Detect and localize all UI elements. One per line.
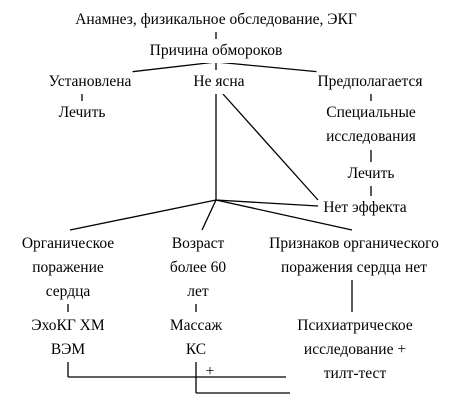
node-special-studies: Специальные исследования	[325, 101, 417, 149]
connector-junction-noorganic	[215, 199, 353, 231]
node-carotid-massage: Массаж КС	[168, 314, 224, 362]
connector-junction-age	[201, 199, 217, 231]
node-cause-established: Установлена	[47, 70, 133, 94]
connector-unclear-noeffect	[222, 93, 319, 201]
plus-sign: +	[205, 363, 215, 380]
node-no-effect: Нет эффекта	[322, 196, 408, 220]
node-syncope-cause: Причина обмороков	[148, 39, 284, 63]
node-workup: Анамнез, физикальное обследование, ЭКГ	[74, 8, 358, 32]
node-treat-right: Лечить	[346, 162, 396, 186]
connector-junction-organic	[69, 199, 217, 231]
node-organic-lesion: Органическое поражение сердца	[20, 232, 116, 304]
node-cause-suspected: Предполагается	[316, 70, 424, 94]
connector-noeffect-junction	[215, 199, 319, 207]
node-psych-tilt-test: Психиатрическое исследование + тилт-тест	[296, 314, 414, 386]
node-age-over-60: Возраст более 60 лет	[168, 232, 228, 304]
node-cause-unclear: Не ясна	[192, 70, 246, 94]
node-no-organic-signs: Признаков органического поражения сердца…	[268, 232, 440, 280]
node-treat-left: Лечить	[57, 101, 107, 125]
node-echo-holter-vem: ЭхоКГ ХМ ВЭМ	[30, 314, 106, 362]
